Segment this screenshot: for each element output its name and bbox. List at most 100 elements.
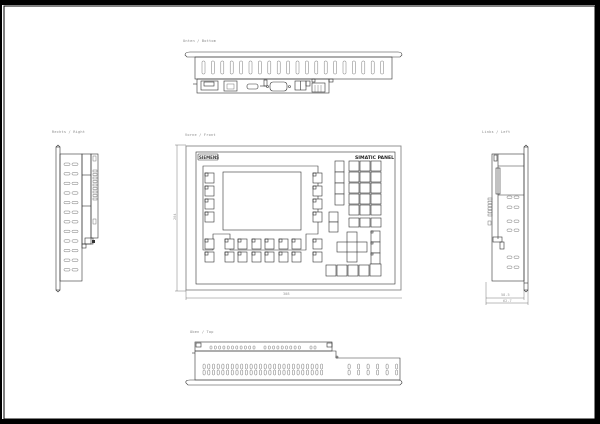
slot	[239, 345, 243, 350]
vent-slot	[380, 60, 384, 75]
vent-slot	[320, 363, 323, 370]
vent-slot	[306, 363, 309, 370]
keypad-key[interactable]	[348, 182, 360, 194]
keypad-key[interactable]	[336, 264, 348, 277]
function-key[interactable]	[291, 238, 302, 250]
rj45-port-icon	[223, 80, 238, 92]
keypad-key[interactable]	[370, 230, 381, 243]
clip	[487, 213, 493, 217]
keypad-key[interactable]	[334, 160, 345, 173]
vent-slot	[506, 195, 513, 199]
function-key[interactable]	[251, 251, 262, 263]
keypad-key[interactable]	[348, 193, 360, 205]
function-key[interactable]	[312, 238, 323, 250]
function-key[interactable]	[312, 185, 323, 197]
function-key[interactable]	[312, 251, 323, 263]
keypad-key[interactable]	[370, 160, 382, 172]
clip	[487, 197, 493, 201]
function-key[interactable]	[204, 238, 215, 250]
vent-slot	[347, 363, 351, 370]
function-key[interactable]	[312, 211, 323, 223]
function-key[interactable]	[204, 211, 215, 223]
top-view: Oben / Top	[185, 330, 403, 386]
keypad-key[interactable]	[370, 241, 381, 254]
keypad-key[interactable]	[370, 171, 382, 183]
slot	[218, 345, 221, 350]
slot	[248, 345, 251, 350]
vent-slot	[273, 363, 276, 370]
keypad-key[interactable]	[359, 171, 371, 183]
siemens-logo	[197, 153, 219, 161]
keypad-key[interactable]	[369, 263, 382, 277]
vent-slot	[292, 363, 295, 370]
function-key[interactable]	[264, 251, 275, 263]
vent-slot	[278, 369, 281, 376]
keypad-key[interactable]	[359, 182, 371, 194]
keypad-key[interactable]	[328, 221, 339, 233]
keypad-key[interactable]	[348, 160, 360, 172]
keypad-key[interactable]	[370, 252, 381, 265]
keypad-key[interactable]	[334, 182, 345, 195]
vent-slot	[71, 220, 79, 224]
keypad-key[interactable]	[359, 204, 371, 216]
function-key[interactable]	[312, 172, 323, 184]
function-key[interactable]	[204, 251, 215, 263]
vent-slot	[296, 369, 300, 376]
function-key[interactable]	[278, 238, 289, 250]
keypad-key[interactable]	[336, 241, 348, 253]
keypad-key[interactable]	[334, 193, 345, 206]
function-key[interactable]	[264, 238, 275, 250]
vent-slot	[278, 363, 281, 370]
vent-slot	[201, 60, 206, 75]
clip	[487, 207, 493, 210]
vent-slot	[287, 369, 291, 376]
keypad-key[interactable]	[346, 251, 358, 263]
keypad-key[interactable]	[348, 171, 360, 183]
keypad-key[interactable]	[359, 160, 371, 172]
slot	[214, 345, 217, 350]
vent-slot	[71, 191, 79, 195]
function-key[interactable]	[237, 238, 248, 250]
keypad-key[interactable]	[370, 217, 382, 228]
function-key[interactable]	[224, 251, 235, 263]
vent-slot	[216, 369, 220, 376]
vent-slot	[230, 363, 234, 370]
front-view-label: Vorne / Front	[185, 133, 216, 137]
keypad-key[interactable]	[328, 211, 339, 223]
keypad-key[interactable]	[359, 193, 371, 205]
vent-slot	[395, 363, 398, 370]
function-key[interactable]	[278, 251, 289, 263]
vent-slot	[376, 363, 379, 370]
vent-slot	[513, 265, 520, 269]
keypad-key[interactable]	[347, 264, 359, 277]
vent-slot	[239, 60, 243, 75]
function-key[interactable]	[237, 251, 248, 263]
keypad-key[interactable]	[359, 217, 371, 228]
function-key[interactable]	[251, 238, 262, 250]
keypad-key[interactable]	[370, 182, 382, 194]
keypad-key[interactable]	[358, 264, 370, 277]
keypad-key[interactable]	[325, 264, 337, 277]
function-key[interactable]	[204, 172, 215, 184]
keypad-key[interactable]	[370, 204, 382, 216]
keypad-key[interactable]	[348, 204, 360, 216]
keypad-key[interactable]	[348, 217, 360, 228]
vent-slot	[63, 239, 71, 243]
function-key[interactable]	[204, 185, 215, 197]
slot	[235, 345, 239, 350]
vent-slot	[254, 369, 258, 376]
function-key[interactable]	[224, 238, 235, 250]
usb-port-icon	[246, 83, 259, 90]
function-key[interactable]	[291, 251, 302, 263]
vent-slot	[357, 369, 360, 376]
top-vent-slots	[202, 363, 398, 376]
keypad-key[interactable]	[334, 171, 345, 184]
vent-slot	[286, 60, 290, 75]
keypad-key[interactable]	[346, 231, 358, 243]
clip	[92, 187, 98, 190]
keypad-key[interactable]	[356, 241, 368, 253]
function-key[interactable]	[312, 198, 323, 210]
vent-slot	[240, 369, 244, 376]
function-key[interactable]	[204, 198, 215, 210]
keypad-key[interactable]	[370, 193, 382, 205]
